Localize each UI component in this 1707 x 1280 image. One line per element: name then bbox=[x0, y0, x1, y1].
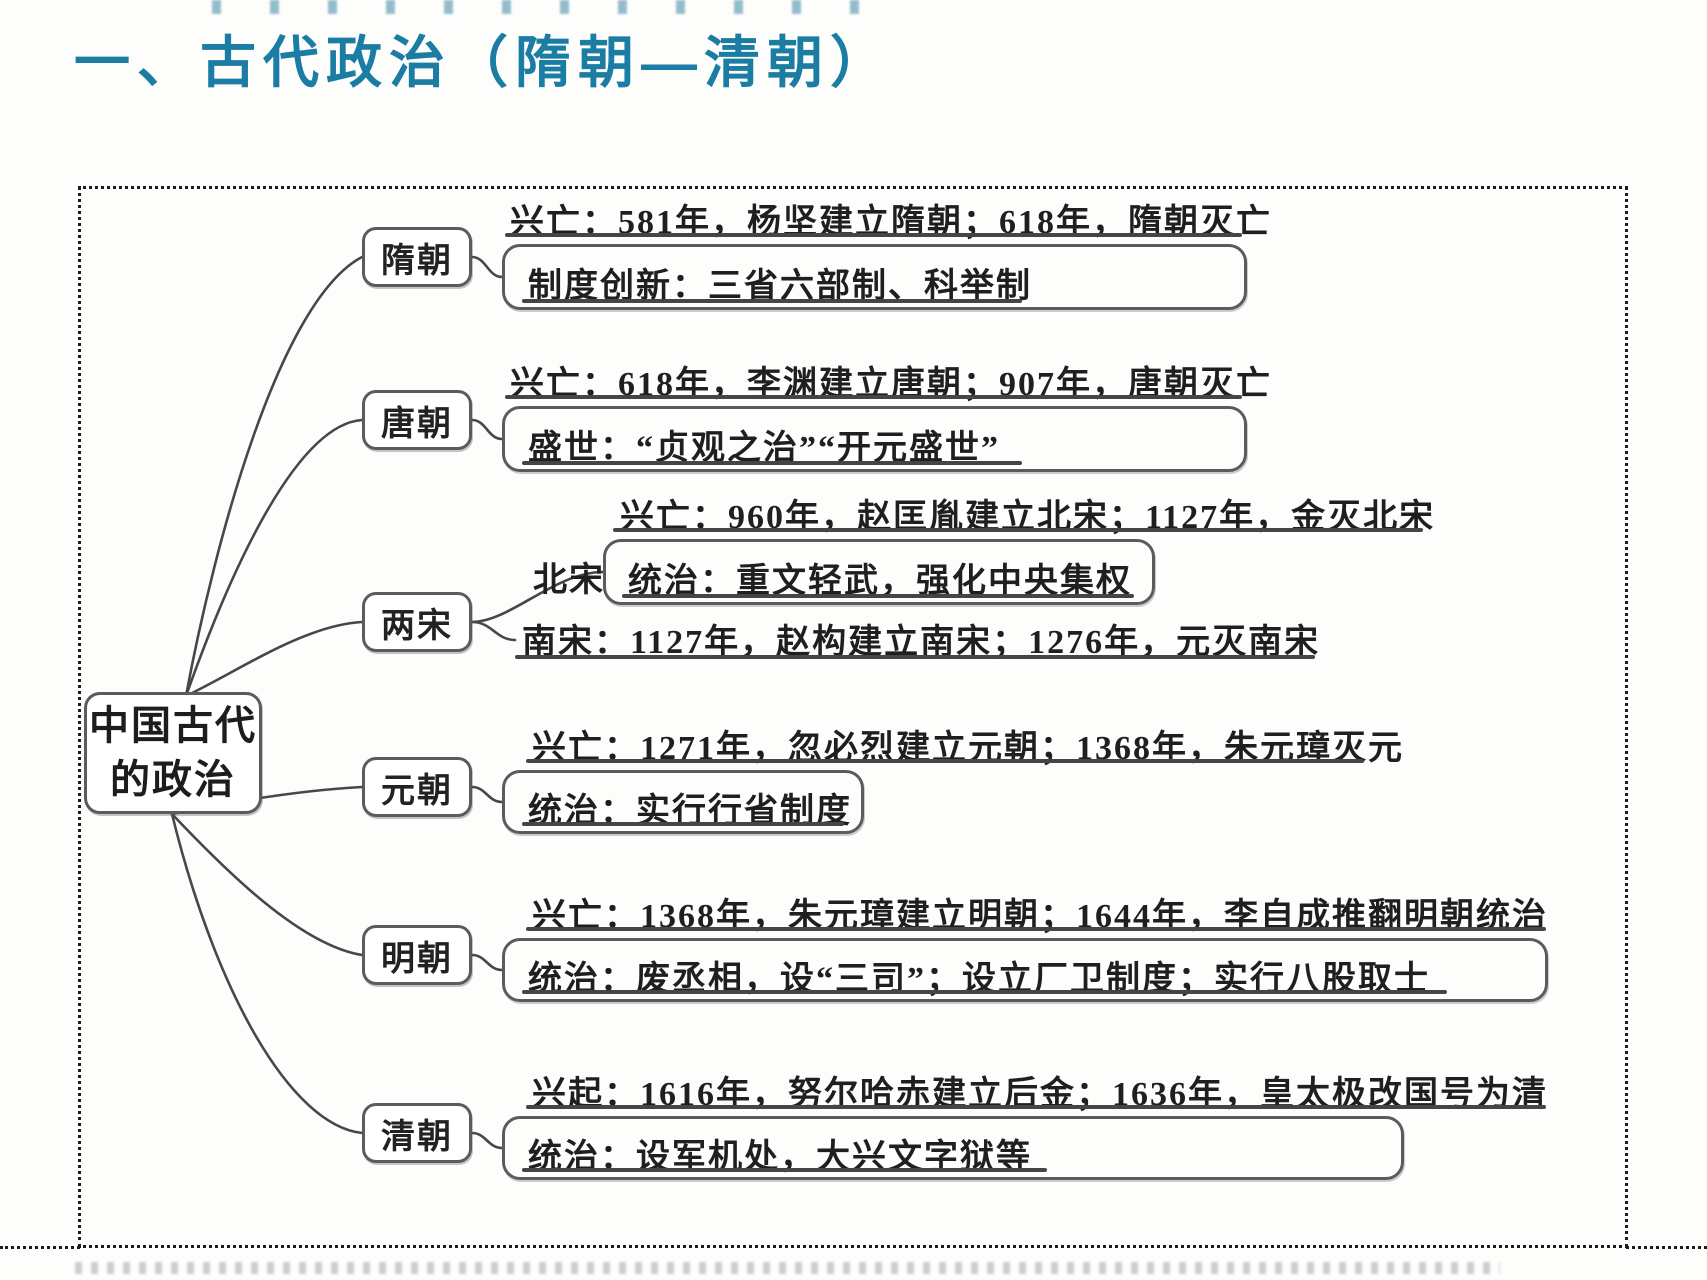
sui-fact-line2: 制度创新：三省六部制、科举制 bbox=[528, 268, 1032, 305]
cropped-text-strip-bottom bbox=[75, 1262, 1500, 1274]
ming-detail-box bbox=[502, 938, 1548, 1002]
tang-fact-line2: 盛世：“贞观之治”“开元盛世” bbox=[528, 430, 1000, 467]
tang-detail-box bbox=[502, 406, 1247, 472]
page-title: 一、古代政治（隋朝—清朝） bbox=[74, 31, 893, 94]
song-underline3 bbox=[515, 655, 1315, 659]
sui-underline2 bbox=[522, 299, 1022, 303]
frame-bottom-extension-right bbox=[1626, 1246, 1707, 1249]
tang-underline1 bbox=[505, 395, 1242, 399]
branch-node-ming: 明朝 bbox=[362, 925, 472, 985]
branch-node-tang: 唐朝 bbox=[362, 390, 472, 450]
branch-node-song-label: 两宋 bbox=[381, 607, 453, 645]
branch-node-qing-label: 清朝 bbox=[381, 1118, 453, 1156]
yuan-detail-box bbox=[502, 770, 864, 834]
qing-underline2 bbox=[522, 1168, 1047, 1172]
qing-underline1 bbox=[526, 1105, 1546, 1109]
branch-node-qing: 清朝 bbox=[362, 1103, 472, 1163]
song-north-label: 北宋 bbox=[533, 562, 605, 599]
branch-node-ming-label: 明朝 bbox=[381, 940, 453, 978]
cropped-text-strip-top bbox=[212, 0, 867, 14]
branch-node-sui-label: 隋朝 bbox=[381, 242, 453, 280]
qing-detail-box bbox=[502, 1116, 1404, 1180]
root-node-label-line1: 中国古代 bbox=[89, 704, 257, 748]
tang-underline2 bbox=[522, 461, 1022, 465]
song-fact-line2: 统治：重文轻武，强化中央集权 bbox=[628, 563, 1132, 600]
song-underline1 bbox=[613, 528, 1423, 532]
song-underline2 bbox=[622, 594, 1134, 598]
frame-bottom-extension-left bbox=[0, 1246, 80, 1249]
branch-node-song: 两宋 bbox=[362, 592, 472, 652]
branch-node-sui: 隋朝 bbox=[362, 227, 472, 287]
branch-node-yuan: 元朝 bbox=[362, 757, 472, 817]
sui-underline1 bbox=[505, 233, 1242, 237]
ming-underline2 bbox=[522, 990, 1447, 994]
ming-underline1 bbox=[526, 927, 1546, 931]
branch-node-yuan-label: 元朝 bbox=[381, 772, 453, 810]
sui-detail-box bbox=[502, 244, 1247, 310]
root-node: 中国古代 的政治 bbox=[84, 692, 262, 814]
song-fact-line3: 南宋：1127年，赵构建立南宋；1276年，元灭南宋 bbox=[522, 624, 1321, 661]
yuan-underline1 bbox=[526, 759, 1364, 763]
mindmap-frame bbox=[78, 186, 1628, 1248]
root-node-label-line2: 的政治 bbox=[110, 758, 236, 802]
song-detail-box bbox=[603, 539, 1155, 605]
yuan-underline2 bbox=[522, 822, 844, 826]
branch-node-tang-label: 唐朝 bbox=[381, 405, 453, 443]
